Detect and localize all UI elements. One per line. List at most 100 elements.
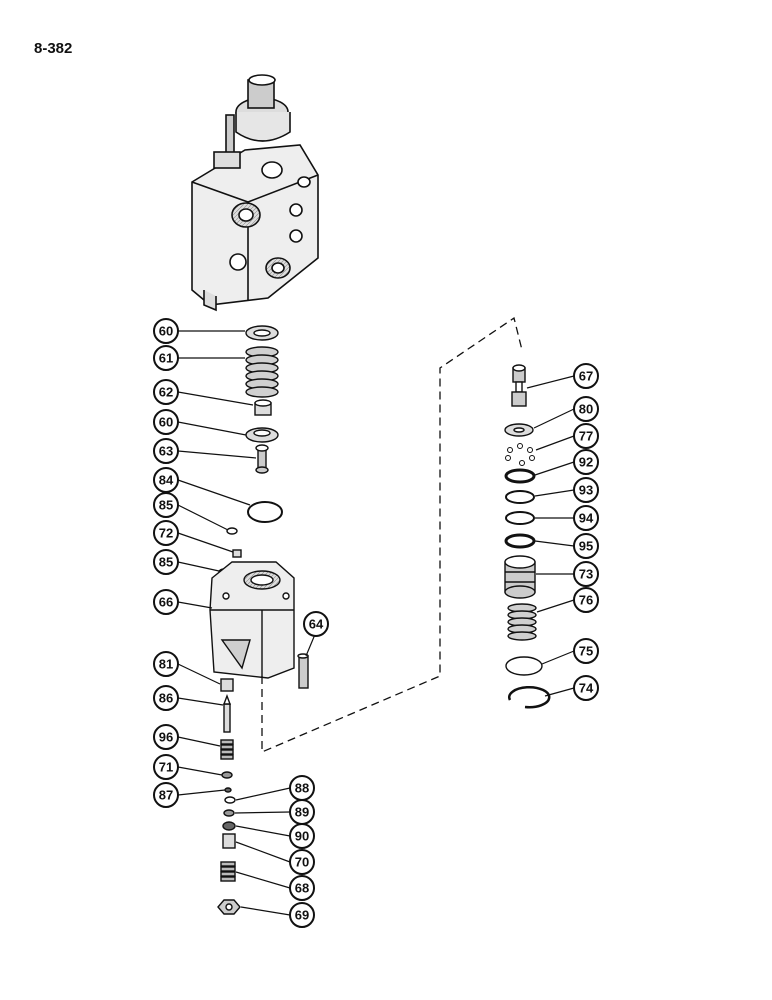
callout-label: 73 [579, 567, 593, 582]
callout-92: 92 [573, 449, 599, 475]
callout-74: 74 [573, 675, 599, 701]
callout-75: 75 [573, 638, 599, 664]
callout-94: 94 [573, 505, 599, 531]
callout-circle [153, 589, 179, 615]
callout-label: 60 [159, 415, 173, 430]
callout-87: 87 [153, 782, 179, 808]
callout-96: 96 [153, 724, 179, 750]
callout-circle [153, 520, 179, 546]
callout-93: 93 [573, 477, 599, 503]
callout-84: 84 [153, 467, 179, 493]
callout-71: 71 [153, 754, 179, 780]
page-number: 8-382 [34, 40, 73, 57]
callout-label: 81 [159, 657, 173, 672]
callout-circle [573, 363, 599, 389]
callout-label: 94 [579, 511, 594, 526]
callout-label: 67 [579, 369, 593, 384]
callout-label: 71 [159, 760, 173, 775]
callout-label: 85 [159, 498, 173, 513]
callout-circle [573, 477, 599, 503]
callout-circle [153, 318, 179, 344]
callout-circle [153, 409, 179, 435]
callout-label: 89 [295, 805, 309, 820]
callout-circle [153, 724, 179, 750]
callout-88: 88 [289, 775, 315, 801]
callout-label: 93 [579, 483, 593, 498]
callout-80: 80 [573, 396, 599, 422]
callout-85: 85 [153, 549, 179, 575]
callout-60: 60 [153, 409, 179, 435]
callout-95: 95 [573, 533, 599, 559]
callout-circle [153, 651, 179, 677]
callout-circle [289, 875, 315, 901]
callout-70: 70 [289, 849, 315, 875]
callout-label: 63 [159, 444, 173, 459]
callout-circle [303, 611, 329, 637]
assembly-dashed-path [261, 316, 523, 753]
callout-circle [153, 438, 179, 464]
callout-label: 77 [579, 429, 593, 444]
right-parts-stack [504, 364, 551, 709]
callout-85: 85 [153, 492, 179, 518]
leader-lines [177, 330, 575, 916]
callout-label: 64 [309, 617, 324, 632]
callout-label: 62 [159, 385, 173, 400]
callout-circle [289, 902, 315, 928]
callout-label: 76 [579, 593, 593, 608]
valve-body-drawing [191, 74, 319, 312]
callout-label: 92 [579, 455, 593, 470]
callout-label: 69 [295, 908, 309, 923]
callout-label: 88 [295, 781, 309, 796]
callout-label: 75 [579, 644, 593, 659]
callout-circle [573, 396, 599, 422]
callout-circle [573, 638, 599, 664]
callout-label: 66 [159, 595, 173, 610]
callout-73: 73 [573, 561, 599, 587]
callout-label: 90 [295, 829, 309, 844]
callout-89: 89 [289, 799, 315, 825]
callout-circle [153, 685, 179, 711]
callout-label: 72 [159, 526, 173, 541]
callout-68: 68 [289, 875, 315, 901]
callout-label: 74 [579, 681, 594, 696]
callout-circle [153, 549, 179, 575]
callout-label: 84 [159, 473, 174, 488]
callout-label: 68 [295, 881, 309, 896]
callout-64: 64 [303, 611, 329, 637]
callout-circle [573, 675, 599, 701]
callout-66: 66 [153, 589, 179, 615]
callout-label: 85 [159, 555, 173, 570]
callout-label: 86 [159, 691, 173, 706]
callout-69: 69 [289, 902, 315, 928]
callout-76: 76 [573, 587, 599, 613]
callout-86: 86 [153, 685, 179, 711]
callout-circle [289, 849, 315, 875]
callout-61: 61 [153, 345, 179, 371]
callout-72: 72 [153, 520, 179, 546]
callout-circle [153, 782, 179, 808]
callout-circle [153, 379, 179, 405]
callout-circle [573, 587, 599, 613]
callout-63: 63 [153, 438, 179, 464]
callout-label: 95 [579, 539, 593, 554]
callout-circle [153, 345, 179, 371]
callout-62: 62 [153, 379, 179, 405]
callout-circle [573, 505, 599, 531]
left-parts-stack [209, 325, 309, 915]
callout-label: 87 [159, 788, 173, 803]
callout-label: 96 [159, 730, 173, 745]
callout-60: 60 [153, 318, 179, 344]
callout-67: 67 [573, 363, 599, 389]
callout-label: 60 [159, 324, 173, 339]
callout-circle [153, 754, 179, 780]
callout-circle [573, 533, 599, 559]
callout-circle [289, 823, 315, 849]
callout-circle [573, 449, 599, 475]
callout-77: 77 [573, 423, 599, 449]
callout-90: 90 [289, 823, 315, 849]
callout-label: 80 [579, 402, 593, 417]
callout-circle [573, 423, 599, 449]
callout-label: 70 [295, 855, 309, 870]
callout-circle [153, 492, 179, 518]
